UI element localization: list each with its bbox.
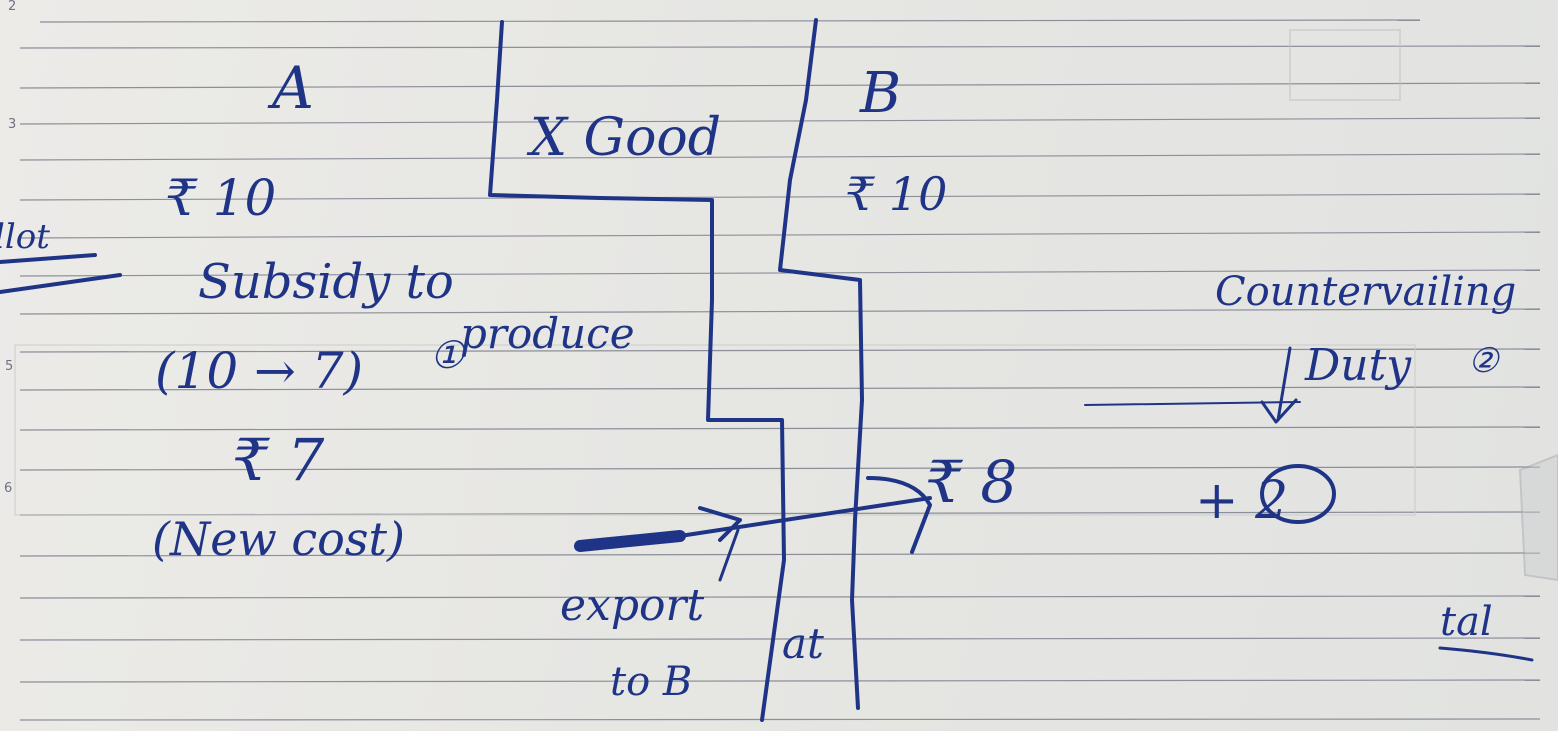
margin-number: 3 xyxy=(8,117,16,132)
country-b-label: B xyxy=(859,61,901,126)
margin-number: 6 xyxy=(4,481,12,496)
duty-underline xyxy=(1085,402,1300,405)
price-a: ₹ 10 xyxy=(165,169,276,227)
price-b-arrival: ₹ 8 xyxy=(925,448,1017,516)
price-b: ₹ 10 xyxy=(845,167,947,221)
edge-text-right: tal xyxy=(1440,599,1493,645)
edge-underline xyxy=(1440,648,1532,660)
circled-one-label: ① xyxy=(430,333,466,377)
countervailing-line2: Duty xyxy=(1304,340,1412,391)
export-arrow-thick xyxy=(580,536,680,546)
border-line-b xyxy=(780,20,862,708)
export-arrow-shaft xyxy=(680,498,930,536)
subsidy-change: (10 → 7) xyxy=(155,342,363,400)
new-cost-label: (New cost) xyxy=(152,512,405,566)
subsidy-line1: Subsidy to xyxy=(198,254,454,310)
at-label: at xyxy=(782,619,824,668)
countervailing-line1: Countervailing xyxy=(1215,269,1516,315)
subsidy-line2: produce xyxy=(460,309,635,358)
export-arrow-head xyxy=(700,508,740,540)
good-label: X Good xyxy=(526,108,721,168)
new-price-a: ₹ 7 xyxy=(232,426,324,494)
circled-two-label: ② xyxy=(1468,341,1500,381)
edge-text-left: llot xyxy=(0,217,50,257)
export-line2: to B xyxy=(610,659,692,705)
export-line1: export xyxy=(560,580,705,631)
country-a-label: A xyxy=(267,54,314,122)
duty-amount: + 2 xyxy=(1195,471,1288,531)
margin-number: 2 xyxy=(8,0,16,14)
margin-number: 5 xyxy=(5,359,13,374)
